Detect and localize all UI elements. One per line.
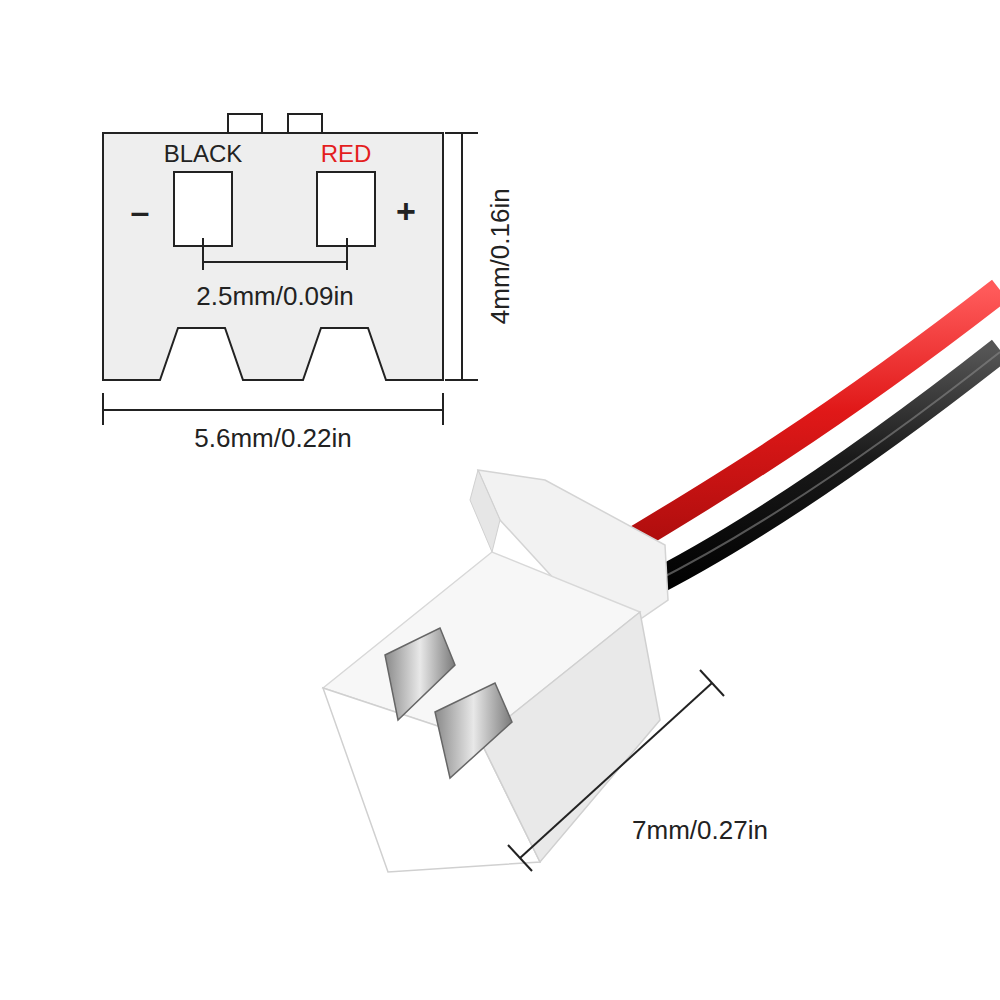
pin-cavity	[317, 172, 375, 246]
dimension-label: 4mm/0.16in	[486, 188, 515, 324]
polarity-sign: –	[131, 193, 150, 230]
connector-pins	[385, 628, 512, 778]
dimension-label: 7mm/0.27in	[632, 816, 768, 845]
dimension-label: 2.5mm/0.09in	[196, 282, 354, 311]
red-wire	[600, 290, 1000, 560]
pitch-dimension	[203, 238, 347, 270]
polarity-sign: +	[396, 193, 416, 230]
wire-color-label: RED	[321, 141, 372, 167]
connector-housing	[323, 470, 668, 872]
dimension-label: 5.6mm/0.22in	[194, 424, 352, 453]
width-dimension	[103, 393, 443, 425]
height-dimension	[445, 133, 478, 380]
black-wire	[640, 350, 1000, 590]
pin-cavity	[174, 172, 232, 246]
face-outline	[103, 114, 443, 380]
wire-color-label: BLACK	[164, 141, 243, 167]
